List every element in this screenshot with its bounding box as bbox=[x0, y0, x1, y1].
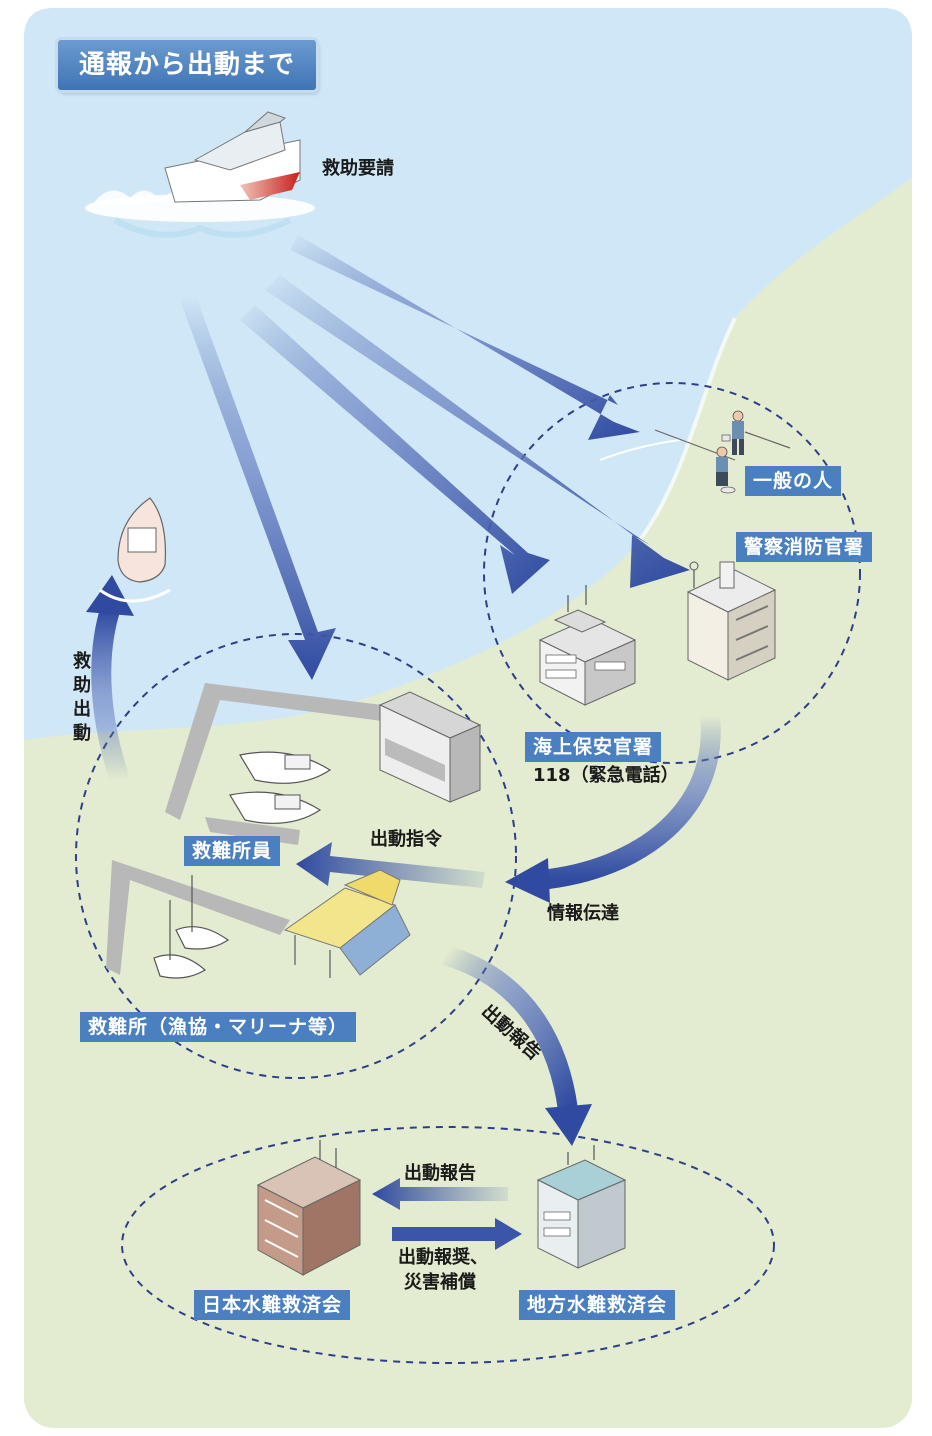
arrow-to-coast-guard bbox=[240, 305, 550, 594]
local-association-building-icon bbox=[536, 1145, 627, 1269]
label-info-transfer: 情報伝達 bbox=[547, 903, 619, 924]
police-fire-building-icon bbox=[686, 561, 777, 681]
arrow-info-transfer bbox=[538, 713, 721, 890]
label-rescue-staff: 救難所員 bbox=[184, 836, 281, 866]
arrow-to-rescue-station bbox=[180, 296, 336, 680]
arrow-reward-to-local bbox=[392, 1218, 522, 1250]
public-authorities-circle bbox=[483, 382, 861, 764]
label-coast-guard: 海上保安官署 bbox=[525, 732, 662, 762]
harbor-building-icon bbox=[378, 691, 482, 803]
moored-boats-icon bbox=[229, 751, 332, 824]
arrow-report-to-japan bbox=[372, 1178, 508, 1210]
label-reward-line2: 災害補償 bbox=[404, 1272, 476, 1293]
label-japan-association: 日本水難救済会 bbox=[194, 1290, 351, 1320]
label-reward-line1: 出動報奨、 bbox=[398, 1247, 488, 1268]
fishermen-icon bbox=[654, 410, 791, 494]
label-dispatch-order: 出動指令 bbox=[370, 829, 442, 850]
label-emergency-number: 118（緊急電話） bbox=[533, 765, 679, 786]
coast-guard-building-icon bbox=[538, 585, 637, 706]
distressed-boat-icon bbox=[85, 111, 315, 238]
arrow-to-police-fire bbox=[265, 275, 690, 588]
label-police-fire: 警察消防官署 bbox=[736, 532, 873, 562]
shore-wave bbox=[599, 439, 681, 461]
label-general-public: 一般の人 bbox=[745, 466, 842, 496]
label-dispatch-report-associations: 出動報告 bbox=[404, 1163, 476, 1184]
japan-association-building-icon bbox=[256, 1140, 362, 1276]
arrow-to-public bbox=[290, 235, 640, 440]
arrow-rescue-dispatch bbox=[91, 607, 130, 784]
label-rescue-request: 救助要請 bbox=[322, 158, 394, 179]
arrow-dispatch-order bbox=[296, 842, 485, 888]
sailboats-icon bbox=[153, 875, 230, 979]
label-local-association: 地方水難救済会 bbox=[519, 1290, 676, 1320]
arrow-dispatch-report bbox=[442, 945, 578, 1112]
marina-building-icon bbox=[283, 869, 411, 978]
diagram-title: 通報から出動まで bbox=[58, 40, 316, 90]
associations-ellipse bbox=[121, 1126, 775, 1364]
rescue-boat-icon bbox=[99, 497, 171, 603]
label-rescue-station: 救難所（漁協・マリーナ等） bbox=[80, 1012, 357, 1042]
rescue-station-circle bbox=[75, 633, 517, 1079]
label-rescue-dispatch: 救助出動 bbox=[73, 651, 91, 744]
